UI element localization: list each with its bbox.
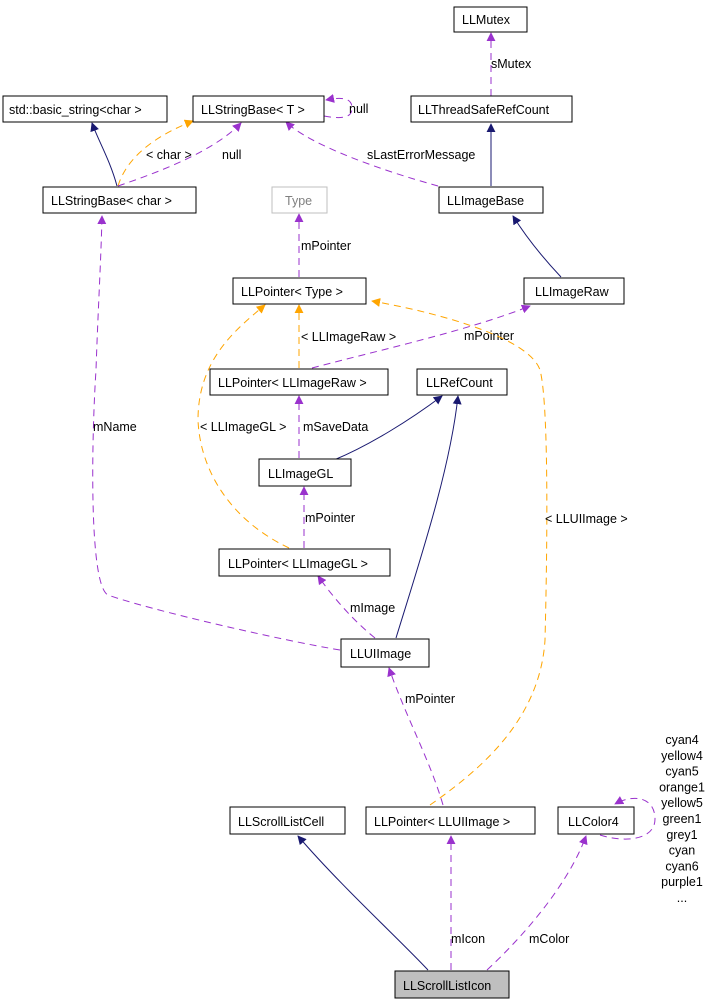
- node-llrefcount-label: LLRefCount: [426, 376, 493, 390]
- edge-label-msavedata: mSaveData: [303, 420, 368, 434]
- node-llimageraw-label: LLImageRaw: [535, 285, 610, 299]
- edge-label-micon: mIcon: [451, 932, 485, 946]
- edge-inherit-refcount-ui: [395, 395, 462, 639]
- node-llstringbase-t-label: LLStringBase< T >: [201, 103, 305, 117]
- edge-label-null-self: null: [349, 102, 368, 116]
- edge-mcolor: [486, 835, 588, 971]
- edge-mimage: [317, 575, 376, 639]
- node-llmutex-label: LLMutex: [462, 13, 511, 27]
- edge-label-mcolor: mColor: [529, 932, 569, 946]
- llcolor4-member-label: cyan: [669, 844, 695, 858]
- llcolor4-member-label: cyan6: [665, 859, 698, 873]
- edge-label-smutex: sMutex: [491, 57, 532, 71]
- node-llrefcount[interactable]: LLRefCount: [416, 368, 508, 396]
- node-llpointer-llimagegl[interactable]: LLPointer< LLImageGL >: [218, 548, 391, 577]
- edge-inherit-basic-string: [90, 122, 118, 187]
- node-llpointer-type[interactable]: LLPointer< Type >: [232, 277, 367, 305]
- edge-char-template: [117, 119, 194, 187]
- edge-mpointer-raw: [311, 304, 531, 369]
- edge-mpointer-ui: [387, 667, 444, 806]
- node-type[interactable]: Type: [271, 186, 328, 214]
- node-lluiimage[interactable]: LLUIImage: [340, 638, 430, 668]
- llcolor4-member-label: ...: [677, 891, 687, 905]
- node-std-basic-string[interactable]: std::basic_string<char >: [2, 95, 168, 123]
- llcolor4-member-label: yellow5: [661, 796, 703, 810]
- edge-label-char-template: < char >: [146, 148, 192, 162]
- node-llimagegl[interactable]: LLImageGL: [258, 458, 352, 487]
- node-type-label: Type: [285, 194, 312, 208]
- edge-inherit-scrolllistcell: [297, 835, 429, 971]
- edge-label-llimagegl-template: < LLImageGL >: [200, 420, 286, 434]
- node-std-basic-string-label: std::basic_string<char >: [9, 103, 142, 117]
- llcolor4-member-label: yellow4: [661, 749, 703, 763]
- node-llimagebase[interactable]: LLImageBase: [438, 186, 544, 214]
- edge-label-null-use: null: [222, 148, 241, 162]
- node-llmutex[interactable]: LLMutex: [453, 6, 528, 33]
- edge-inherit-refcount-gl: [333, 395, 443, 461]
- node-llpointer-type-label: LLPointer< Type >: [241, 285, 343, 299]
- node-lluiimage-label: LLUIImage: [350, 647, 411, 661]
- edge-label-lluiimage-template: < LLUIImage >: [545, 512, 628, 526]
- node-llpointer-llimagegl-label: LLPointer< LLImageGL >: [228, 557, 368, 571]
- llcolor4-member-label: cyan5: [665, 765, 698, 779]
- node-llscrolllistcell-label: LLScrollListCell: [238, 815, 324, 829]
- edge-null-self: [323, 94, 353, 119]
- node-llpointer-lluiimage[interactable]: LLPointer< LLUIImage >: [365, 806, 536, 835]
- edge-llcolor4-self: [599, 796, 656, 840]
- edge-inherit-imagebase: [512, 215, 562, 278]
- llcolor4-member-label: green1: [663, 812, 702, 826]
- node-llpointer-lluiimage-label: LLPointer< LLUIImage >: [374, 815, 510, 829]
- edge-label-mpointer-ui: mPointer: [405, 692, 455, 706]
- node-llstringbase-char-label: LLStringBase< char >: [51, 194, 172, 208]
- node-llimagebase-label: LLImageBase: [447, 194, 524, 208]
- node-llpointer-llimageraw[interactable]: LLPointer< LLImageRaw >: [209, 368, 389, 396]
- node-llstringbase-char[interactable]: LLStringBase< char >: [42, 186, 197, 214]
- node-llscrolllisticon-label: LLScrollListIcon: [403, 979, 491, 993]
- edge-lluiimage-template: [371, 298, 548, 806]
- node-llcolor4-label: LLColor4: [568, 815, 619, 829]
- llcolor4-member-label: orange1: [659, 780, 705, 794]
- node-llimageraw[interactable]: LLImageRaw: [523, 277, 625, 305]
- edge-null-use: [117, 122, 242, 187]
- edge-label-mimage: mImage: [350, 601, 395, 615]
- node-llcolor4[interactable]: LLColor4: [557, 806, 635, 835]
- node-llthreadsaferefcount[interactable]: LLThreadSafeRefCount: [410, 95, 573, 123]
- edge-llimagegl-template: [197, 304, 290, 549]
- node-llthreadsaferefcount-label: LLThreadSafeRefCount: [418, 103, 550, 117]
- llcolor4-member-label: grey1: [666, 828, 697, 842]
- edge-label-mpointer-gl: mPointer: [305, 511, 355, 525]
- edge-label-mname: mName: [93, 420, 137, 434]
- edge-label-slasterrormessage: sLastErrorMessage: [367, 148, 475, 162]
- llcolor4-member-label: cyan4: [665, 733, 698, 747]
- edge-label-mpointer-type: mPointer: [301, 239, 351, 253]
- node-llscrolllisticon[interactable]: LLScrollListIcon: [394, 970, 510, 999]
- node-llstringbase-t[interactable]: LLStringBase< T >: [192, 95, 325, 123]
- llcolor4-member-label: purple1: [661, 875, 703, 889]
- edge-label-mpointer-raw: mPointer: [464, 329, 514, 343]
- edge-label-llimageraw-template: < LLImageRaw >: [301, 330, 396, 344]
- node-llscrolllistcell[interactable]: LLScrollListCell: [229, 806, 346, 835]
- node-llpointer-llimageraw-label: LLPointer< LLImageRaw >: [218, 376, 367, 390]
- node-llimagegl-label: LLImageGL: [268, 467, 333, 481]
